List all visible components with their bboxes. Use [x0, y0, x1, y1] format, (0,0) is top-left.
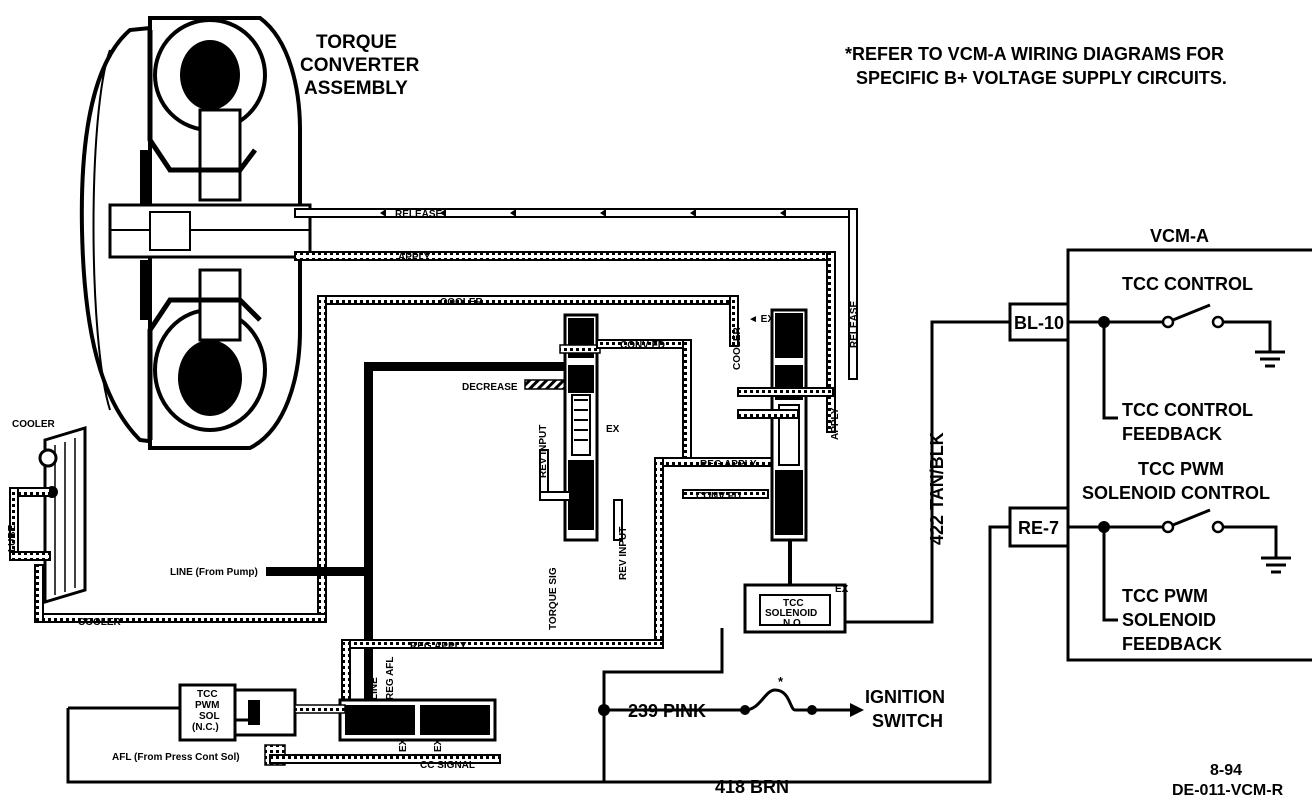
lube-label: LUBE	[7, 524, 18, 552]
pwm-sol-label-3: SOL	[199, 711, 220, 722]
cc-signal-label: CC SIGNAL	[420, 760, 475, 771]
cooler-unit-label: COOLER	[12, 419, 56, 430]
vcm-a-module: VCM-A BL-10 RE-7 TCC CONTROL TCC CONTROL…	[1008, 226, 1312, 662]
wire-239-label: 239 PINK	[628, 701, 706, 721]
apply-passage: APPLY APPLY	[294, 251, 841, 440]
conv-fd-label: CONV FD	[620, 340, 665, 351]
torque-converter	[79, 16, 312, 450]
line-vertical-label: LINE	[369, 677, 380, 700]
fuse-asterisk: *	[778, 674, 784, 689]
reg-apply-label: REG APPLY	[700, 459, 757, 470]
arrow-icon	[850, 703, 864, 717]
cooler-circuit: COOLER COOLER COOLER ◄ EX	[34, 295, 774, 628]
apply-label: APPLY	[398, 252, 431, 263]
pwm-fb-label-3: FEEDBACK	[1122, 634, 1222, 654]
tcc-control-fb-label-1: TCC CONTROL	[1122, 400, 1253, 420]
splice-dot	[598, 704, 610, 716]
solenoid-ex-label: EX	[835, 584, 849, 595]
release-vertical-label: RELEASE	[849, 300, 860, 348]
regulator-valve: CONV FD EX REV INPUT REV INPUT TORQUE SI…	[538, 313, 692, 630]
decrease-label: DECREASE	[462, 382, 518, 393]
pwm-sol-label-1: TCC	[197, 689, 218, 700]
tcc-sol-label-3: N.O.	[783, 618, 804, 629]
footer-code: DE-011-VCM-R	[1172, 782, 1284, 799]
note-line-1: *REFER TO VCM-A WIRING DIAGRAMS FOR	[845, 44, 1224, 64]
tcc-sol-label-1: TCC	[783, 598, 804, 609]
decrease-passage: DECREASE	[462, 379, 571, 393]
pwm-sol-label-4: (N.C.)	[192, 722, 219, 733]
cooler-unit: COOLER LUBE	[7, 419, 87, 605]
ground-icon-2	[1261, 556, 1291, 574]
re7-label: RE-7	[1018, 518, 1059, 538]
pwm-fb-label-1: TCC PWM	[1122, 586, 1208, 606]
ignition-label-2: SWITCH	[872, 711, 943, 731]
pwm-fb-label-2: SOLENOID	[1122, 610, 1216, 630]
pwm-solenoid: TCC PWM SOL (N.C.) AFL (From Press Cont …	[112, 656, 501, 771]
line-label: LINE	[428, 362, 451, 373]
wire-418-label: 418 BRN	[715, 777, 789, 797]
conv-fd-lower-label: CONV FD	[696, 491, 741, 502]
afl-label: AFL (From Press Cont Sol)	[112, 752, 240, 763]
wire-422-label: 422 TAN/BLK	[927, 432, 947, 545]
tcc-control-label: TCC CONTROL	[1122, 274, 1253, 294]
cooler-vertical-label: COOLER	[732, 326, 743, 370]
reg-apply-lower-label: REG APPLY	[410, 641, 467, 652]
footer-date: 8-94	[1210, 762, 1242, 779]
tcc-valve	[737, 308, 834, 585]
lower-ex-label-1: EX	[398, 738, 409, 752]
pwm-control-label-1: TCC PWM	[1138, 459, 1224, 479]
reg-afl-label: REG AFL	[385, 656, 396, 700]
title-line-2: CONVERTER	[300, 55, 420, 76]
cooler-label: COOLER	[440, 297, 484, 308]
tcc-control-fb-label-2: FEEDBACK	[1122, 424, 1222, 444]
note-line-2: SPECIFIC B+ VOLTAGE SUPPLY CIRCUITS.	[856, 68, 1227, 88]
title-line-1: TORQUE	[316, 32, 397, 53]
tcc-solenoid: TCC SOLENOID N.O. EX	[743, 583, 849, 634]
pwm-sol-label-2: PWM	[195, 700, 219, 711]
line-from-pump-label: LINE (From Pump)	[170, 567, 258, 578]
title-line-3: ASSEMBLY	[304, 78, 408, 99]
rev-input-top-label: REV INPUT	[538, 425, 549, 478]
ground-icon	[1255, 350, 1285, 368]
ex-arrow-label: ◄ EX	[748, 314, 774, 325]
bl10-label: BL-10	[1014, 313, 1064, 333]
cooler-return-label: COOLER	[78, 617, 122, 628]
torque-sig-label: TORQUE SIG	[548, 567, 559, 630]
release-passage: RELEASE RELEASE	[294, 208, 860, 380]
tcc-sol-label-2: SOLENOID	[765, 608, 817, 619]
fuse-icon	[744, 688, 810, 712]
bl10-connector	[1008, 302, 1070, 342]
release-label: RELEASE	[395, 209, 443, 220]
line-pressure-circuit: LINE (From Pump) LINE LINE	[170, 362, 564, 732]
vcm-label: VCM-A	[1150, 226, 1209, 246]
pwm-control-label-2: SOLENOID CONTROL	[1082, 483, 1270, 503]
ignition-label-1: IGNITION	[865, 687, 945, 707]
rev-input-bottom-label: REV INPUT	[618, 527, 629, 580]
regulator-ex-label: EX	[606, 424, 620, 435]
apply-vertical-label: APPLY	[830, 407, 841, 440]
wiring	[66, 320, 1010, 784]
lower-ex-label-2: EX	[433, 738, 444, 752]
